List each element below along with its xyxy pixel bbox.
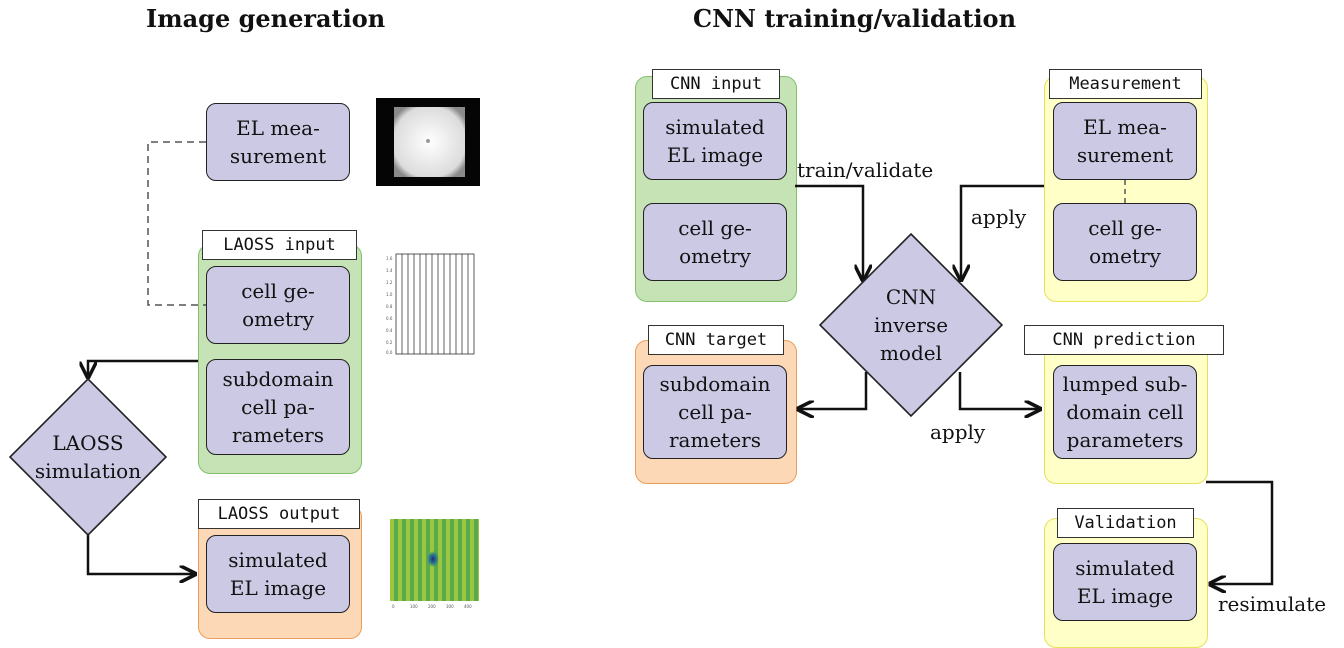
- cell-geometry-thumbnail: 1.6 1.4 1.2 1.0 0.8 0.6 0.4 0.2 0.0: [386, 253, 475, 355]
- svg-text:0: 0: [392, 604, 395, 609]
- edge-resimulate: [1206, 480, 1274, 584]
- svg-text:200: 200: [428, 604, 436, 609]
- edge-model-to-target: [798, 372, 868, 409]
- svg-text:1.6: 1.6: [386, 256, 393, 261]
- cnn-target-params-node: subdomain cell pa- rameters: [643, 365, 787, 459]
- apply-top-label: apply: [971, 205, 1027, 229]
- measurement-cell-geometry-node: cell ge- ometry: [1053, 203, 1197, 281]
- svg-text:0.2: 0.2: [386, 340, 393, 345]
- edge-apply-bottom: [958, 372, 1040, 409]
- edge-simulation-to-output: [86, 535, 195, 574]
- subdomain-params-node: subdomain cell pa- rameters: [206, 359, 350, 455]
- laoss-input-tag: LAOSS input: [202, 230, 357, 260]
- cnn-target-tag: CNN target: [648, 325, 784, 355]
- resimulate-label: resimulate: [1218, 592, 1327, 616]
- train-validate-label: train/validate: [797, 158, 934, 182]
- simulated-el-thumbnail: 0 100 200 300 400: [390, 519, 479, 609]
- cnn-input-cell-geometry-node: cell ge- ometry: [643, 203, 787, 281]
- validation-simulated-el-node: simulated EL image: [1053, 543, 1197, 621]
- svg-text:400: 400: [464, 604, 472, 609]
- laoss-output-tag: LAOSS output: [198, 499, 360, 529]
- edge-train-validate: [795, 184, 863, 280]
- svg-text:0.0: 0.0: [386, 350, 393, 355]
- cnn-input-simulated-el-node: simulated EL image: [643, 102, 787, 180]
- validation-tag: Validation: [1057, 508, 1194, 538]
- cnn-model-label: CNN inverse model: [873, 285, 949, 365]
- svg-text:0.4: 0.4: [386, 328, 393, 333]
- measurement-tag: Measurement: [1049, 69, 1202, 99]
- svg-text:0.6: 0.6: [386, 316, 393, 321]
- dashed-link-left: [147, 141, 206, 306]
- cell-geometry-node: cell ge- ometry: [206, 266, 350, 344]
- el-measurement-thumbnail: [376, 98, 480, 186]
- laoss-simulation-diamond: [8, 377, 168, 537]
- cnn-input-tag: CNN input: [652, 69, 780, 99]
- svg-text:100: 100: [410, 604, 418, 609]
- title-cnn-training: CNN training/validation: [693, 4, 1017, 33]
- svg-text:0.8: 0.8: [386, 304, 393, 309]
- svg-text:300: 300: [446, 604, 454, 609]
- simulated-el-node: simulated EL image: [206, 535, 350, 613]
- svg-text:1.2: 1.2: [386, 280, 393, 285]
- cnn-prediction-tag: CNN prediction: [1024, 325, 1224, 355]
- edge-apply-top: [961, 184, 1044, 280]
- el-measurement-node: EL mea- surement: [206, 103, 350, 181]
- title-image-generation: Image generation: [146, 4, 386, 33]
- edge-input-to-simulation: [88, 359, 198, 377]
- measurement-el-node: EL mea- surement: [1053, 102, 1197, 180]
- cnn-model-diamond: [818, 232, 1004, 418]
- svg-text:1.0: 1.0: [386, 292, 393, 297]
- lumped-params-node: lumped sub- domain cell parameters: [1053, 365, 1197, 459]
- svg-text:1.4: 1.4: [386, 268, 393, 273]
- laoss-simulation-label: LAOSS simulation: [34, 431, 142, 483]
- apply-bottom-label: apply: [930, 420, 986, 444]
